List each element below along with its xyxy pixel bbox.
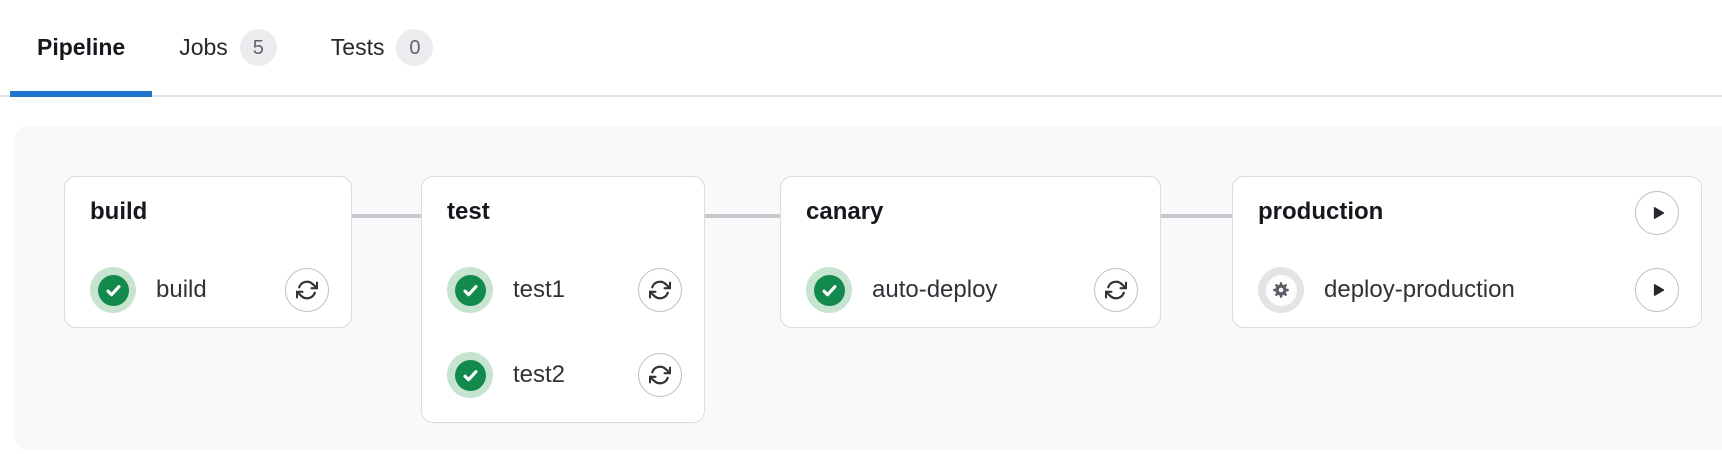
check-circle-icon bbox=[806, 267, 852, 313]
stage-connector bbox=[1161, 214, 1232, 218]
tab-jobs-label: Jobs bbox=[179, 34, 228, 60]
stage-title-production: production bbox=[1258, 198, 1384, 225]
stage-card-build: build build bbox=[64, 176, 352, 328]
job-name: build bbox=[156, 276, 207, 303]
check-circle-icon bbox=[447, 352, 493, 398]
tab-tests[interactable]: Tests 0 bbox=[304, 0, 461, 95]
job-row-test2: test2 bbox=[447, 352, 682, 398]
pipeline-graph-panel: build build bbox=[15, 126, 1722, 450]
stage-card-test: test test1 bbox=[421, 176, 705, 423]
job-row-auto-deploy: auto-deploy bbox=[806, 267, 1138, 313]
retry-job-button[interactable] bbox=[638, 353, 682, 397]
check-circle-icon bbox=[447, 267, 493, 313]
job-name: test1 bbox=[513, 276, 566, 303]
job-row-deploy-production: deploy-production bbox=[1258, 267, 1679, 313]
job-row-test1: test1 bbox=[447, 267, 682, 313]
tab-pipeline-label: Pipeline bbox=[37, 34, 126, 60]
retry-icon bbox=[296, 279, 318, 301]
retry-icon bbox=[649, 364, 671, 386]
job-link-build[interactable]: build bbox=[90, 267, 207, 313]
retry-job-button[interactable] bbox=[638, 268, 682, 312]
jobs-count-badge: 5 bbox=[239, 29, 277, 66]
stage-title-test: test bbox=[447, 198, 490, 225]
tab-jobs[interactable]: Jobs 5 bbox=[152, 0, 304, 95]
job-link-deploy-production[interactable]: deploy-production bbox=[1258, 267, 1515, 313]
retry-icon bbox=[1105, 279, 1127, 301]
play-job-button[interactable] bbox=[1635, 268, 1679, 312]
tests-count-badge: 0 bbox=[396, 29, 434, 66]
pipeline-tabs: Pipeline Jobs 5 Tests 0 bbox=[0, 0, 1722, 97]
play-icon bbox=[1646, 279, 1668, 301]
stage-connector bbox=[705, 214, 780, 218]
check-circle-icon bbox=[90, 267, 136, 313]
retry-job-button[interactable] bbox=[1094, 268, 1138, 312]
tab-pipeline[interactable]: Pipeline bbox=[10, 0, 153, 97]
stage-title-canary: canary bbox=[806, 198, 884, 225]
retry-icon bbox=[649, 279, 671, 301]
gear-icon bbox=[1258, 267, 1304, 313]
tab-tests-label: Tests bbox=[330, 34, 385, 60]
job-link-test1[interactable]: test1 bbox=[447, 267, 565, 313]
stage-card-canary: canary auto-deploy bbox=[780, 176, 1161, 328]
job-link-test2[interactable]: test2 bbox=[447, 352, 565, 398]
job-name: auto-deploy bbox=[872, 276, 998, 303]
play-stage-button[interactable] bbox=[1635, 191, 1679, 235]
job-row-build: build bbox=[90, 267, 329, 313]
job-link-auto-deploy[interactable]: auto-deploy bbox=[806, 267, 997, 313]
job-name: deploy-production bbox=[1324, 276, 1515, 303]
retry-job-button[interactable] bbox=[285, 268, 329, 312]
play-icon bbox=[1646, 202, 1668, 224]
stage-connector bbox=[352, 214, 421, 218]
job-name: test2 bbox=[513, 361, 566, 388]
stage-card-production: production bbox=[1232, 176, 1702, 328]
stage-title-build: build bbox=[90, 198, 148, 225]
